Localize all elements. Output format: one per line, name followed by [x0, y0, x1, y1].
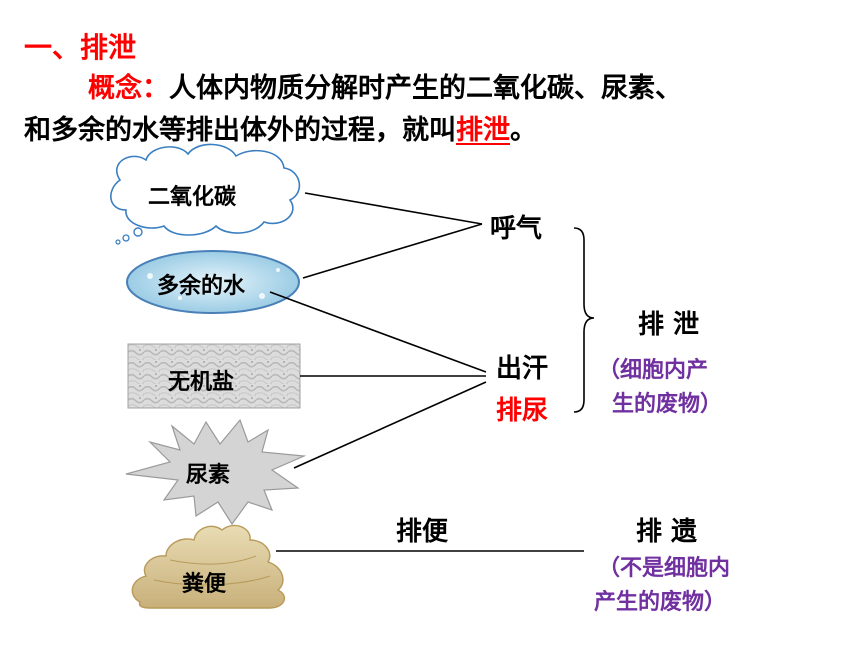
substance-urea: 尿素	[186, 463, 231, 488]
substance-water: 多余的水	[157, 274, 246, 299]
excretion-note-1: （细胞内产	[598, 358, 709, 383]
concept-text-1: 人体内物质分解时产生的二氧化碳、尿素、	[169, 73, 682, 104]
egestion-note-1: （不是细胞内	[598, 556, 731, 581]
substance-salt: 无机盐	[168, 370, 235, 395]
substance-co2: 二氧化碳	[148, 185, 237, 210]
concept-end: 。	[510, 115, 537, 146]
stone-texture-icon	[127, 343, 301, 409]
concept-text-2: 和多余的水等排出体外的过程，就叫	[24, 115, 456, 146]
concept-line-2: 和多余的水等排出体外的过程，就叫排泄。	[24, 108, 537, 147]
substance-feces: 粪便	[182, 572, 227, 597]
egestion-note-2: 产生的废物）	[594, 590, 727, 615]
connector-lines	[269, 192, 584, 552]
route-exhale: 呼气	[490, 214, 543, 244]
category-excretion: 排 泄	[638, 310, 700, 340]
section-heading: 一、排泄	[24, 31, 137, 64]
category-egestion: 排 遗	[636, 517, 698, 547]
line-urea-sweat	[293, 381, 487, 469]
thought-cloud-icon	[110, 143, 301, 245]
route-urinate: 排尿	[496, 396, 549, 426]
concept-term: 排泄	[456, 115, 510, 146]
line-water-sweat	[269, 291, 487, 373]
line-water-exhale	[302, 223, 483, 279]
pile-icon	[131, 524, 286, 609]
route-sweat: 出汗	[496, 354, 549, 384]
starburst-icon	[125, 418, 307, 526]
line-co2-exhale	[304, 192, 483, 225]
concept-label: 概念：	[88, 73, 169, 104]
excretion-note-2: 生的废物）	[612, 392, 723, 417]
route-defecate: 排便	[396, 517, 449, 547]
concept-line-1: 概念：人体内物质分解时产生的二氧化碳、尿素、	[88, 66, 682, 105]
curly-bracket-icon	[573, 227, 595, 413]
water-ellipse-icon	[126, 250, 300, 314]
